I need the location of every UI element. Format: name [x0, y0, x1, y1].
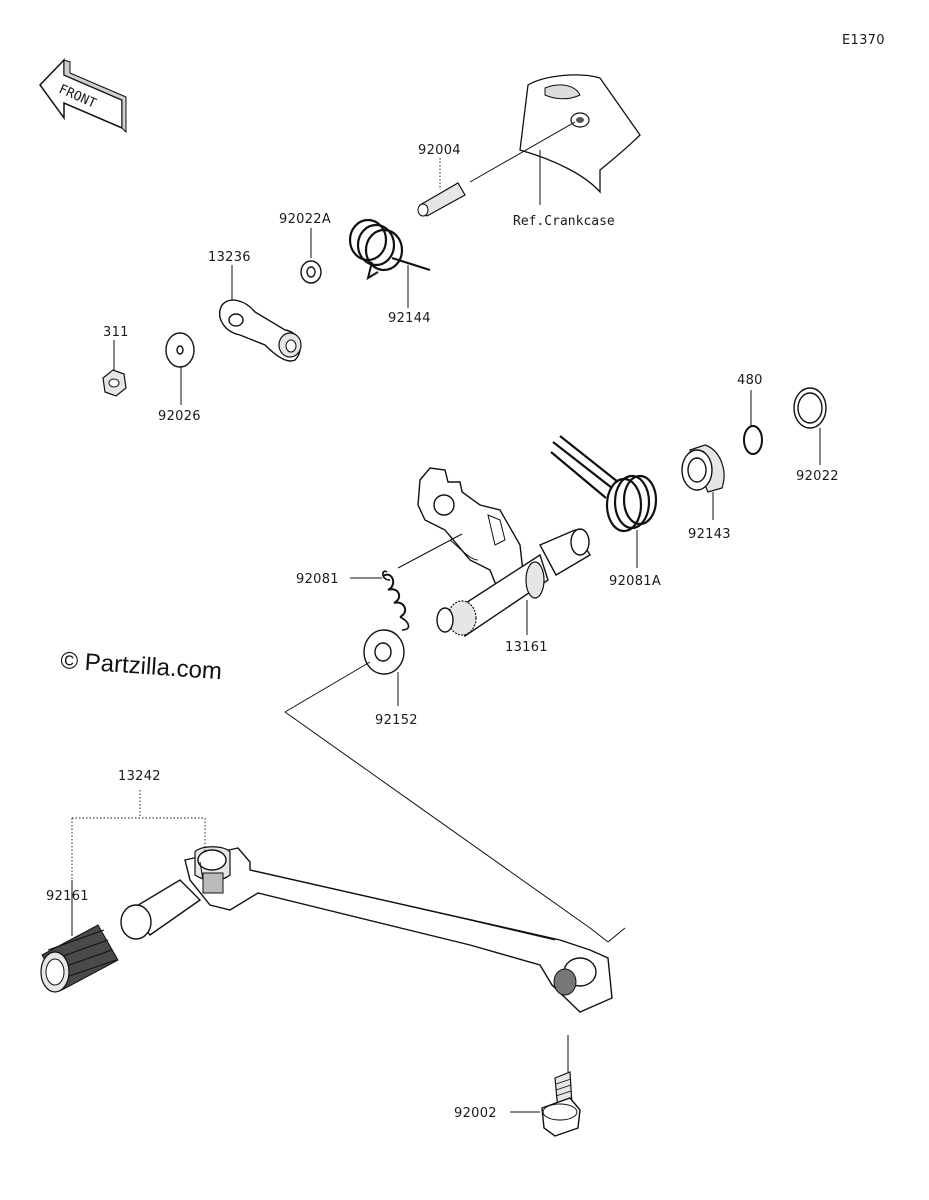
part-92152-washer: 92152	[284, 629, 626, 943]
label-92144: 92144	[388, 311, 431, 326]
label-92004: 92004	[418, 143, 461, 158]
partzilla-watermark: © Partzilla.com	[60, 647, 223, 685]
label-92152: 92152	[375, 713, 418, 728]
part-92002-bolt: 92002	[454, 1035, 581, 1137]
front-arrow-icon: FRONT	[39, 58, 127, 134]
ref-crankcase-label: Ref.Crankcase	[513, 214, 615, 229]
diagram-code: E1370	[842, 33, 885, 48]
part-92004-pin: 92004	[417, 143, 466, 217]
label-92143: 92143	[688, 527, 731, 542]
crankcase-reference: Ref.Crankcase	[469, 74, 641, 229]
part-311-nut: 311	[102, 325, 129, 397]
label-13242: 13242	[118, 769, 161, 784]
part-92026-washer: 92026	[158, 332, 201, 424]
part-92161-rubber: 92161	[40, 880, 119, 993]
label-480: 480	[737, 373, 763, 388]
label-92022A: 92022A	[279, 212, 331, 227]
label-92022: 92022	[796, 469, 839, 484]
part-92081-spring: 92081	[296, 570, 410, 631]
part-92081A-spring: 92081A	[550, 435, 661, 589]
label-92002: 92002	[454, 1106, 497, 1121]
label-92081: 92081	[296, 572, 339, 587]
part-13161-shift-shaft: 13161	[397, 467, 591, 655]
label-92161: 92161	[46, 889, 89, 904]
label-92081A: 92081A	[609, 574, 661, 589]
part-92144-spring: 92144	[348, 218, 431, 326]
part-13236-lever: 13236	[208, 250, 302, 362]
label-13236: 13236	[208, 250, 251, 265]
label-92026: 92026	[158, 409, 201, 424]
part-480-circlip: 480	[737, 373, 763, 455]
part-92022-washer: 92022	[793, 387, 839, 484]
label-311: 311	[103, 325, 129, 340]
part-13242-shift-pedal: 13242	[71, 769, 613, 1013]
label-13161: 13161	[505, 640, 548, 655]
part-92022A-washer: 92022A	[279, 212, 331, 284]
part-92143-collar: 92143	[681, 444, 731, 542]
